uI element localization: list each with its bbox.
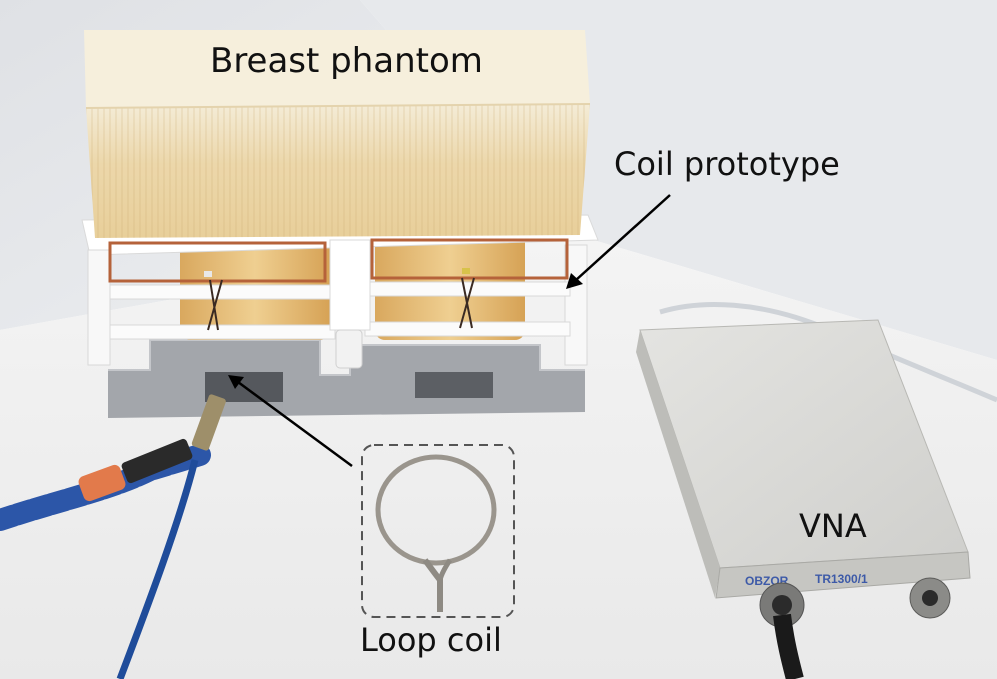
breast-phantom-label: Breast phantom [210, 41, 483, 81]
vna-label: VNA [799, 507, 867, 545]
annotation-arrows [228, 194, 671, 468]
vna-device: OBZOR TR1300/1 [636, 302, 997, 679]
vna-model-text: TR1300/1 [815, 572, 868, 586]
loop-coil-label: Loop coil [360, 621, 502, 659]
coil-prototype-label: Coil prototype [614, 145, 840, 183]
breast-phantom [84, 30, 591, 238]
probe-cable [0, 394, 226, 679]
loop-coil-inset [361, 444, 515, 618]
